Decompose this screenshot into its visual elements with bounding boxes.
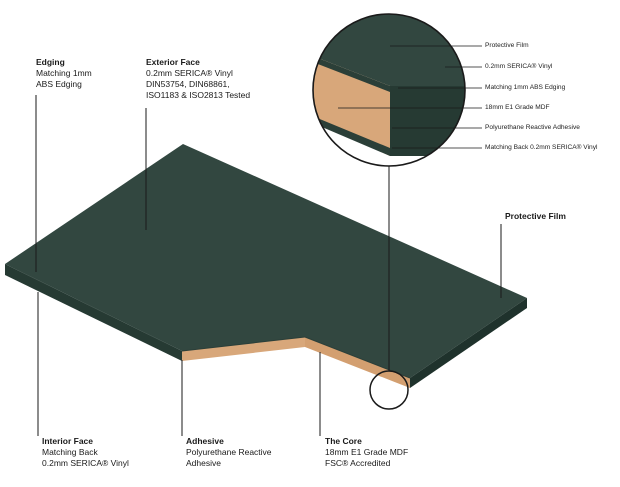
panel-edge-core-right bbox=[305, 337, 410, 388]
exterior-line-2: DIN53754, DIN68861, bbox=[146, 79, 230, 89]
panel-edge-right bbox=[410, 298, 527, 388]
interior-face-label: Interior Face Matching Back 0.2mm SERICA… bbox=[42, 436, 129, 469]
core-line-1: 18mm E1 Grade MDF bbox=[325, 447, 409, 457]
panel-edge-core-left bbox=[182, 337, 305, 361]
exterior-line-1: 0.2mm SERICA® Vinyl bbox=[146, 68, 233, 78]
callout-adhesive: Polyurethane Reactive Adhesive bbox=[485, 124, 580, 131]
interior-line-1: Matching Back bbox=[42, 447, 98, 457]
callout-matching-back: Matching Back 0.2mm SERICA® Vinyl bbox=[485, 144, 598, 151]
edging-line-1: Matching 1mm bbox=[36, 68, 92, 78]
core-label: The Core 18mm E1 Grade MDF FSC® Accredit… bbox=[325, 436, 408, 469]
adhesive-line-2: Adhesive bbox=[186, 458, 221, 468]
panel-top-face bbox=[5, 144, 527, 378]
magnified-detail bbox=[312, 13, 466, 167]
callout-protective-film: Protective Film bbox=[485, 42, 529, 49]
callout-abs-edging: Matching 1mm ABS Edging bbox=[485, 84, 566, 91]
edging-title: Edging bbox=[36, 57, 65, 67]
core-line-2: FSC® Accredited bbox=[325, 458, 391, 468]
callout-serica-vinyl: 0.2mm SERICA® Vinyl bbox=[485, 63, 553, 70]
exterior-title: Exterior Face bbox=[146, 57, 200, 67]
exterior-line-3: ISO1183 & ISO2813 Tested bbox=[146, 90, 251, 100]
panel-edge-left bbox=[5, 264, 182, 361]
interior-title: Interior Face bbox=[42, 436, 94, 446]
interior-line-2: 0.2mm SERICA® Vinyl bbox=[42, 458, 129, 468]
adhesive-title: Adhesive bbox=[186, 436, 224, 446]
callout-mdf: 18mm E1 Grade MDF bbox=[485, 104, 550, 111]
edging-line-2: ABS Edging bbox=[36, 79, 82, 89]
protective-film-label: Protective Film bbox=[505, 211, 566, 222]
adhesive-line-1: Polyurethane Reactive bbox=[186, 447, 272, 457]
protective-title: Protective Film bbox=[505, 211, 566, 221]
exterior-face-label: Exterior Face 0.2mm SERICA® Vinyl DIN537… bbox=[146, 57, 250, 101]
edging-label: Edging Matching 1mm ABS Edging bbox=[36, 57, 92, 90]
adhesive-label: Adhesive Polyurethane Reactive Adhesive bbox=[186, 436, 272, 469]
callout-leaders bbox=[338, 45, 482, 149]
core-title: The Core bbox=[325, 436, 362, 446]
panel-body bbox=[5, 144, 527, 388]
